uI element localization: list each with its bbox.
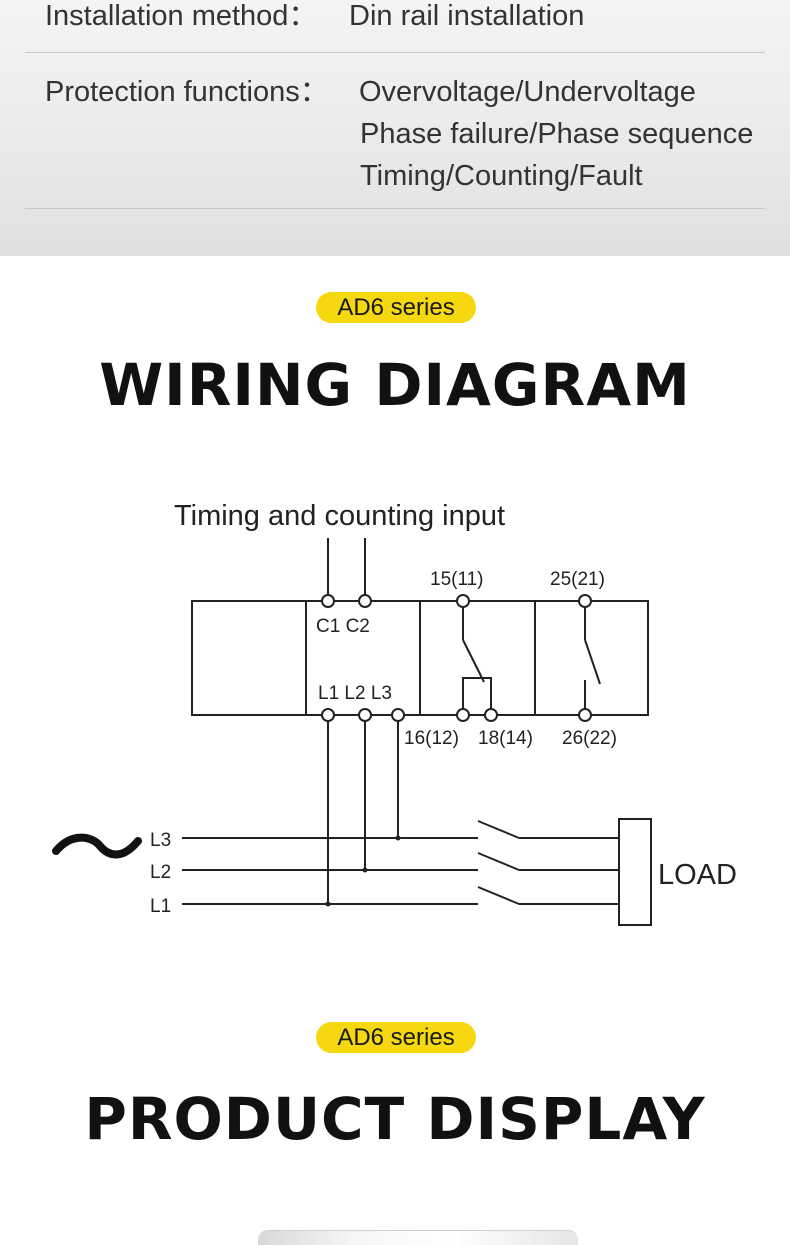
- terminal-15: [456, 594, 470, 608]
- switch-blade-l2: [477, 852, 520, 871]
- terminal-label-16: 16(12): [404, 728, 459, 749]
- series-badge: AD6 series: [316, 1022, 476, 1053]
- phase-label-l2: L2: [150, 862, 171, 883]
- load-box: [618, 818, 652, 926]
- product-display-title: PRODUCT DISPLAY: [84, 1085, 706, 1153]
- terminal-25: [578, 594, 592, 608]
- spec-panel: Installation method： Din rail installati…: [0, 0, 790, 256]
- terminal-label-18: 18(14): [478, 728, 533, 749]
- terminal-label-l1-l2-l3: L1 L2 L3: [318, 683, 392, 704]
- terminal-c1: [321, 594, 335, 608]
- protection-function-1: Overvoltage/Undervoltage: [359, 76, 696, 108]
- terminal-c2: [358, 594, 372, 608]
- protection-functions-label: Protection functions：: [45, 76, 329, 108]
- terminal-label-26: 26(22): [562, 728, 617, 749]
- terminal-26: [578, 708, 592, 722]
- installation-method-label: Installation method：: [45, 0, 318, 32]
- contact-2-arm: [584, 639, 601, 685]
- terminal-label-c1-c2: C1 C2: [316, 616, 370, 637]
- ac-symbol-icon: [52, 833, 142, 859]
- junction-dot: [325, 901, 331, 907]
- contact-1-bracket: [462, 677, 492, 709]
- product-image: [258, 1230, 578, 1245]
- spec-divider: [25, 208, 765, 209]
- terminal-18: [484, 708, 498, 722]
- contact-1-arm: [462, 639, 485, 683]
- phase-label-l3: L3: [150, 830, 171, 851]
- terminal-l1: [321, 708, 335, 722]
- load-label: LOAD: [658, 859, 737, 891]
- phase-label-l1: L1: [150, 896, 171, 917]
- protection-function-2: Phase failure/Phase sequence: [360, 118, 754, 150]
- terminal-16: [456, 708, 470, 722]
- wiring-diagram-title: WIRING DIAGRAM: [99, 351, 691, 419]
- terminal-l3: [391, 708, 405, 722]
- input-label: Timing and counting input: [174, 500, 505, 532]
- terminal-label-25: 25(21): [550, 569, 605, 590]
- terminal-label-15: 15(11): [430, 569, 484, 590]
- wiring-diagram: Timing and counting input C1 C2 15(11) 2…: [52, 500, 737, 926]
- spec-divider: [25, 52, 765, 53]
- switch-blade-l3: [477, 820, 520, 839]
- junction-dot: [362, 867, 368, 873]
- terminal-l2: [358, 708, 372, 722]
- protection-function-3: Timing/Counting/Fault: [360, 160, 643, 192]
- installation-method-value: Din rail installation: [349, 0, 585, 32]
- series-badge: AD6 series: [316, 292, 476, 323]
- junction-dot: [395, 835, 401, 841]
- switch-blade-l1: [477, 886, 520, 905]
